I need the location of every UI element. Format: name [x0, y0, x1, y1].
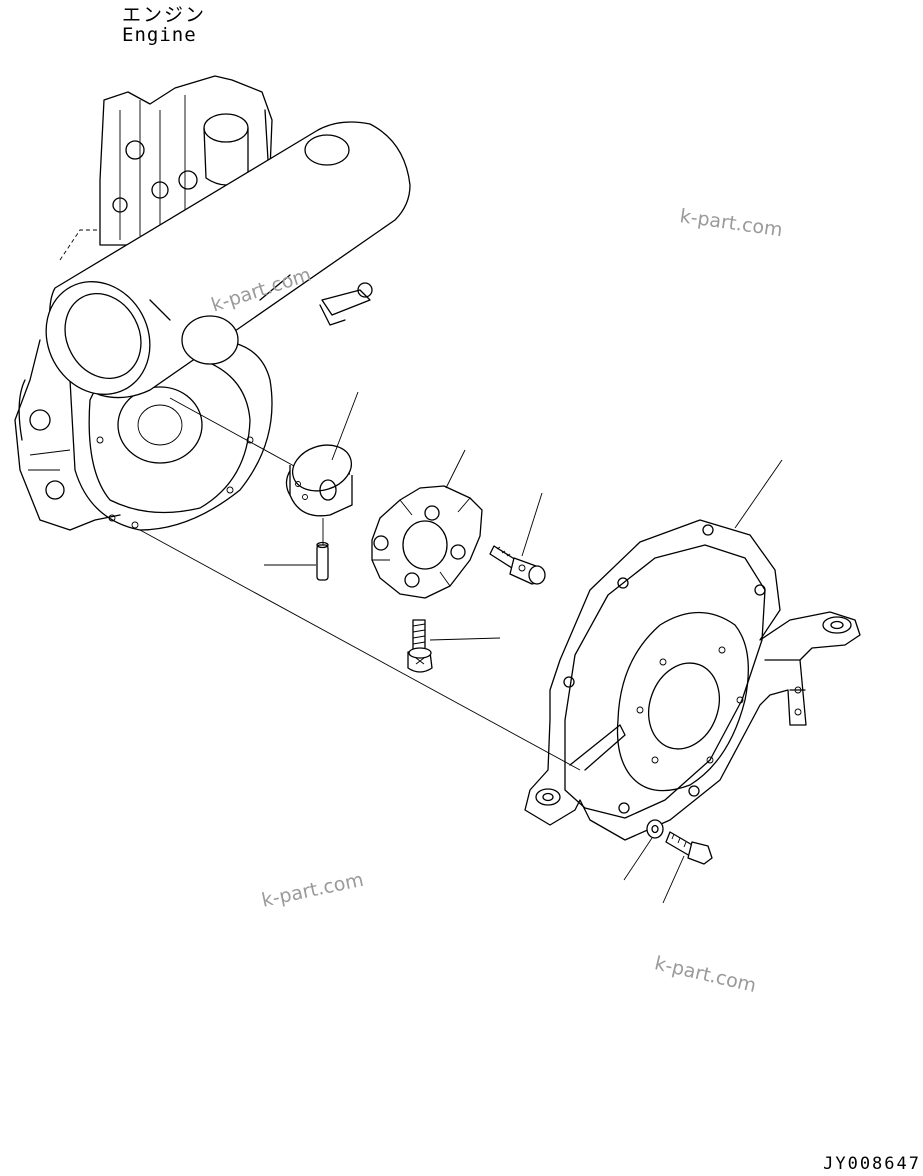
flexible-coupling [371, 485, 483, 599]
hex-bolt [665, 831, 713, 865]
engine-label-jp: エンジン [122, 4, 207, 26]
drawing-id: JY008647 [823, 1154, 921, 1174]
engine-assembly [14, 75, 411, 531]
engine-label-en: Engine [122, 24, 197, 46]
coupling-hub [285, 444, 353, 517]
spring-pin [316, 541, 329, 581]
socket-bolt-lower [407, 619, 433, 673]
flywheel-cover-plate [524, 519, 861, 841]
leader-lines [139, 391, 783, 904]
washer [646, 819, 664, 839]
socket-bolt-upper [489, 545, 546, 585]
